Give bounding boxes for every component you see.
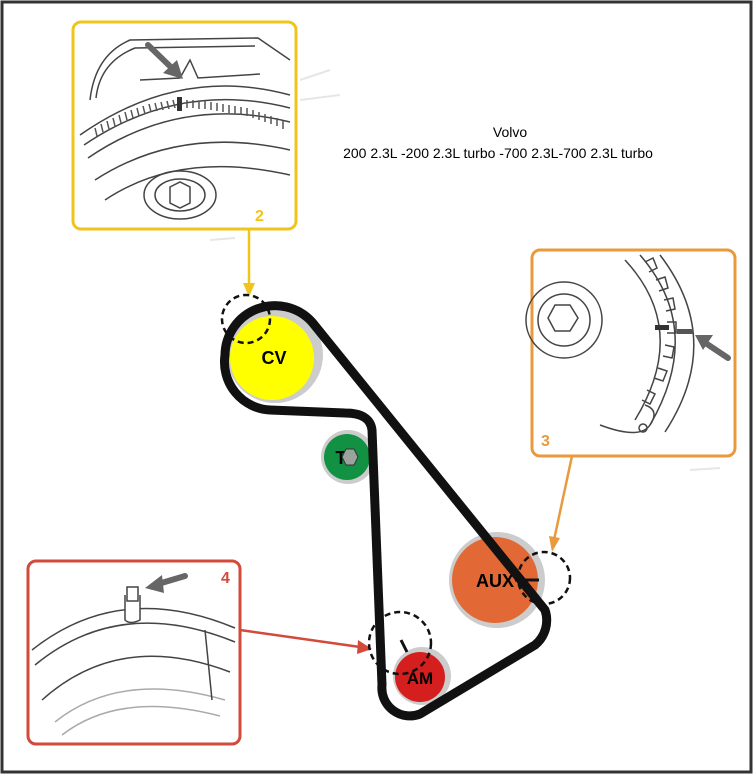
leader-line-2 xyxy=(243,229,255,297)
callout-3-number: 3 xyxy=(541,433,550,450)
tensioner-bolt-icon xyxy=(341,448,359,466)
callout-2-number: 2 xyxy=(255,208,264,225)
pulley-cv-label: CV xyxy=(261,348,286,368)
pulley-cv: CV xyxy=(227,307,323,403)
callout-2-timing-mark xyxy=(177,97,182,111)
pulley-tensioner: T xyxy=(321,430,375,484)
pulley-aux-label: AUX xyxy=(476,571,514,591)
leader-line-4 xyxy=(239,628,372,654)
aux-mark-indicator xyxy=(516,550,572,606)
callout-3-timing-mark xyxy=(655,325,669,330)
callout-3-detail: 3 xyxy=(525,248,737,458)
callout-2-detail: 2 xyxy=(71,20,298,231)
pulley-am: AM xyxy=(393,647,451,705)
callout-4-detail: 4 xyxy=(26,559,242,746)
callout-4-number: 4 xyxy=(221,570,230,587)
pulley-am-label: AM xyxy=(407,669,433,688)
pulley-tensioner-label: T xyxy=(336,448,347,468)
am-timing-mark xyxy=(399,639,409,653)
callout-3-arrow-icon xyxy=(701,339,731,361)
pulley-aux: AUX xyxy=(449,532,545,628)
bolt-head-icon xyxy=(547,304,579,332)
bolt-head-icon xyxy=(169,181,191,209)
cv-mark-indicator xyxy=(220,293,272,345)
title-make: Volvo xyxy=(493,124,527,140)
callout-4-timing-mark xyxy=(126,586,139,602)
timing-belt xyxy=(219,301,552,721)
leader-line-3 xyxy=(549,455,574,552)
title-models: 200 2.3L -200 2.3L turbo -700 2.3L-700 2… xyxy=(343,145,653,161)
am-mark-indicator xyxy=(367,610,433,676)
